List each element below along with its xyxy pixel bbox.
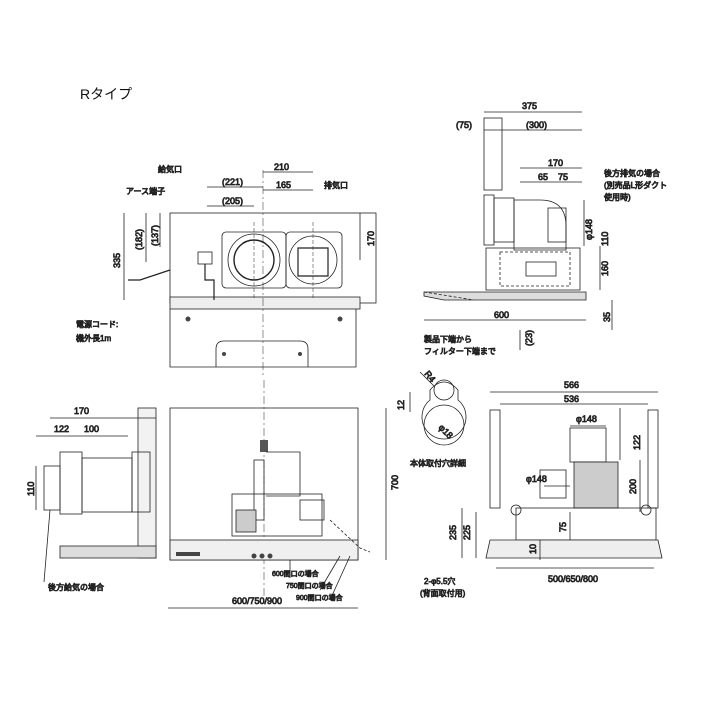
mount-hole-detail-label: 本体取付穴詳細 [410,458,466,468]
power-cord-length: 機外長1m [76,333,111,343]
dim-122-front: 122 [632,435,642,450]
dim-75-front: 75 [558,522,568,532]
dim-170: 170 [366,231,376,246]
dim-100-left: 100 [84,424,99,434]
dim-225: 225 [462,525,472,540]
dim-75p: (75) [456,120,472,130]
dim-200: 200 [628,479,638,494]
dim-375: 375 [522,101,537,111]
side-fan-box [485,247,581,291]
rear-exhaust-note: 後方排気の場合 [604,168,660,178]
rear-mount-holes: 2-φ5.5穴 [424,576,455,586]
side-back-wall [483,117,503,191]
power-cord [128,269,171,281]
front-bottom [485,539,663,559]
dim-phi148-front: φ148 [576,414,597,424]
power-cord-label: 電源コード: [76,320,118,329]
side-view [423,111,613,350]
dim-110-left: 110 [26,482,36,496]
dim-600-side: 600 [494,310,509,320]
front-duct [569,427,607,463]
top-grip [215,340,309,367]
dim-phi148-front-2: φ148 [526,474,547,484]
left-wall [137,407,157,559]
front-fan-housing [231,493,323,537]
top-lip [169,296,361,310]
dim-182: (182) [134,229,144,250]
supply-port-label: 給気口 [158,164,182,174]
dim-536: 536 [564,394,579,404]
left-side-view [35,407,157,583]
dim-110-side: 110 [600,232,610,246]
dim-phi148-side: φ148 [584,219,594,240]
width-900-label: 900間口の場合 [296,593,343,602]
exhaust-port-label: 排気口 [324,180,348,190]
dim-160: 160 [600,261,610,276]
dim-300: (300) [526,120,547,130]
width-750-label: 750間口の場合 [286,581,333,590]
dim-600-750-900: 600/750/900 [232,596,282,606]
side-bottom [423,291,587,301]
exhaust-port-frame [285,231,343,289]
mount-hole-detail [409,371,467,446]
front-view [168,380,387,609]
rear-exhaust-note-3: 使用時) [604,192,631,202]
dim-side-170: 170 [548,158,563,168]
dim-12: 12 [396,400,406,410]
dim-500-650-800: 500/650/800 [548,574,598,584]
dim-335: 335 [112,253,122,268]
width-600-label: 600間口の場合 [272,569,319,578]
earth-terminal [197,251,213,265]
dim-165: 165 [276,180,291,190]
front-right-view [461,391,663,569]
rear-supply-label: 後方給気の場合 [48,582,104,592]
dim-170-left: 170 [74,406,89,416]
duct-bracket [266,451,301,497]
dim-700: 700 [390,475,400,490]
front-fan-box [573,461,619,509]
dim-r4: R4 [422,369,437,384]
dim-75: 75 [558,172,568,182]
dim-235: 235 [448,525,458,540]
filter-note-1: 製品下端から [424,334,472,344]
rear-supply-duct [81,457,133,513]
l-duct [513,199,567,251]
rear-exhaust-note-2: (別売品L形ダクト [604,180,667,190]
dim-122-left: 122 [54,424,69,434]
top-view [123,170,377,375]
dim-137: (137) [150,225,160,246]
side-duct-flange [483,194,495,246]
rear-mount-holes-note: (背面取付用) [420,588,466,598]
dim-566: 566 [564,380,579,390]
dim-23: (23) [524,330,534,346]
dim-10: 10 [528,544,538,554]
filter-note-2: フィルター下端まで [424,346,496,356]
earth-terminal-label: アース端子 [126,186,165,196]
top-body-outline [169,212,377,304]
dim-221: (221) [222,177,243,187]
dim-65: 65 [538,172,548,182]
dim-35: 35 [602,312,612,322]
dim-210: 210 [274,162,289,172]
diagram-title: Rタイプ [80,86,133,102]
dim-205: (205) [222,196,243,206]
